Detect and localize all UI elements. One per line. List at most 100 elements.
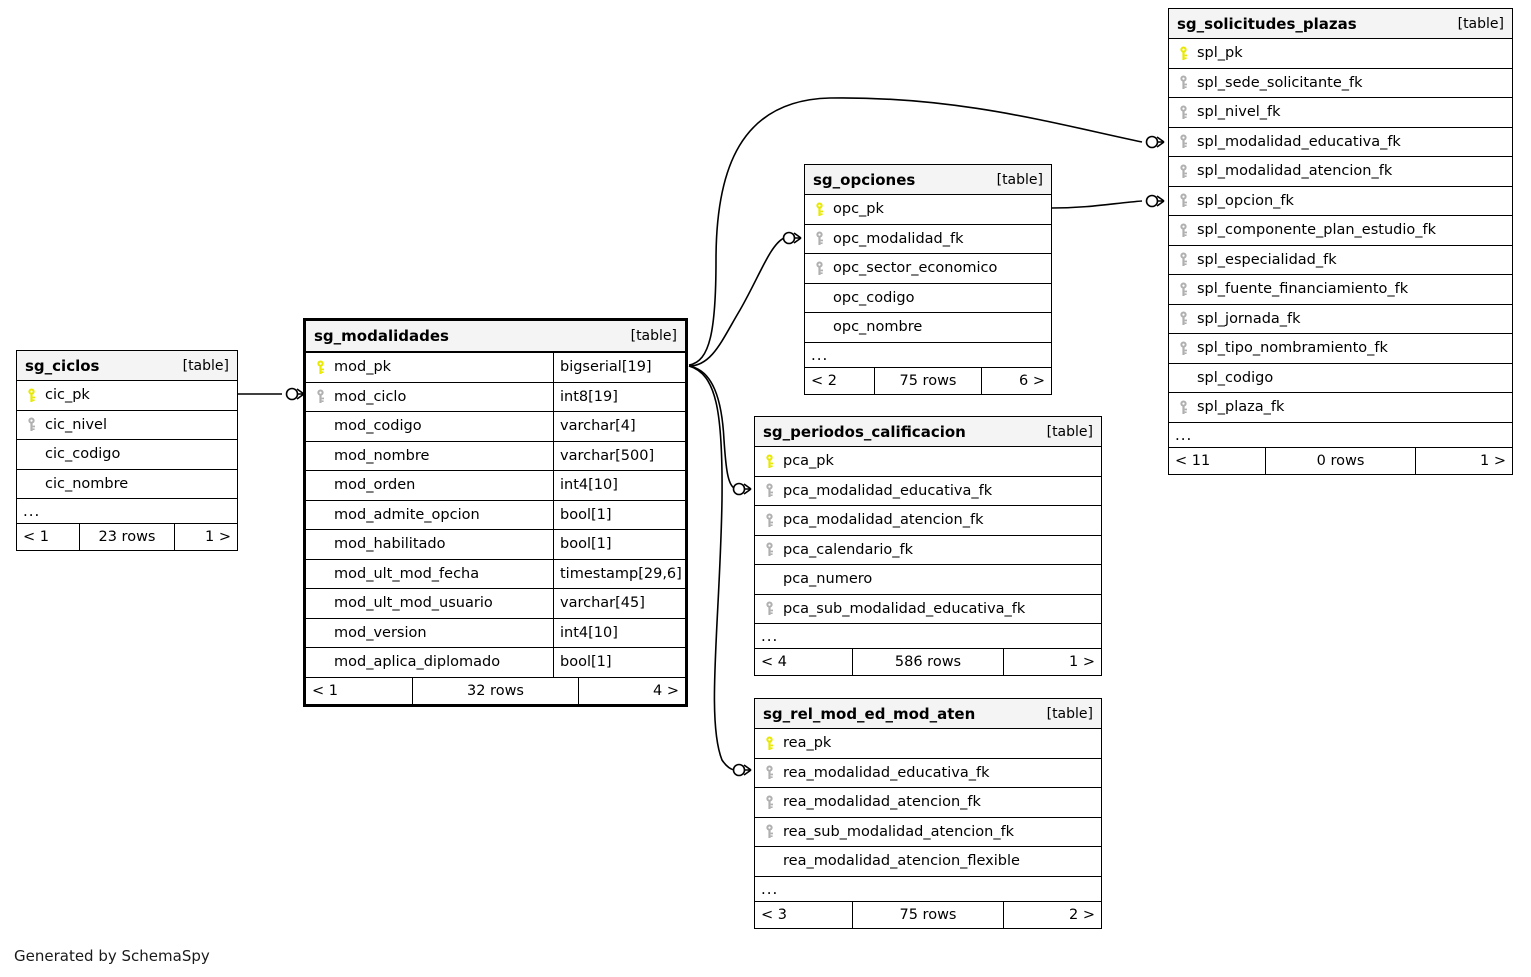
table-header-sg_ciclos[interactable]: sg_ciclos[table] bbox=[17, 351, 237, 381]
column-row[interactable]: opc_modalidad_fk bbox=[805, 225, 1051, 254]
column-row[interactable]: spl_modalidad_educativa_fk bbox=[1169, 128, 1512, 157]
column-row[interactable]: spl_especialidad_fk bbox=[1169, 246, 1512, 275]
column-row[interactable]: rea_modalidad_atencion_fk bbox=[755, 788, 1101, 818]
column-row[interactable]: spl_pk bbox=[1169, 39, 1512, 69]
footer-right[interactable]: 2 > bbox=[1069, 906, 1095, 923]
footer-left[interactable]: < 2 bbox=[811, 372, 837, 389]
key-icon-primary bbox=[1177, 46, 1190, 61]
column-name-cell: mod_nombre bbox=[306, 448, 553, 464]
key-icon-foreign bbox=[1177, 223, 1190, 238]
footer-right[interactable]: 1 > bbox=[1069, 654, 1095, 670]
column-row[interactable]: pca_sub_modalidad_educativa_fk bbox=[755, 595, 1101, 624]
column-name-cell: rea_modalidad_educativa_fk bbox=[755, 765, 1101, 781]
footer-right[interactable]: 1 > bbox=[1480, 452, 1506, 469]
column-row[interactable]: pca_numero bbox=[755, 565, 1101, 595]
key-icon-foreign bbox=[1177, 311, 1190, 326]
column-type: int4[10] bbox=[553, 618, 685, 647]
column-name-cell: rea_sub_modalidad_atencion_fk bbox=[755, 824, 1101, 840]
column-label: rea_pk bbox=[783, 735, 832, 752]
key-icon-foreign bbox=[1177, 282, 1190, 297]
column-row[interactable]: spl_jornada_fk bbox=[1169, 305, 1512, 334]
column-label: pca_numero bbox=[783, 571, 873, 588]
footer-left[interactable]: < 3 bbox=[761, 906, 787, 923]
column-row[interactable]: spl_plaza_fk bbox=[1169, 393, 1512, 423]
column-row[interactable]: rea_modalidad_educativa_fk bbox=[755, 759, 1101, 788]
footer-right[interactable]: 4 > bbox=[653, 682, 679, 699]
table-header-sg_periodos_calificacion[interactable]: sg_periodos_calificacion[table] bbox=[755, 417, 1101, 447]
column-row[interactable]: spl_componente_plan_estudio_fk bbox=[1169, 216, 1512, 246]
column-label: cic_nombre bbox=[45, 475, 129, 492]
column-name-cell: spl_plaza_fk bbox=[1169, 399, 1512, 415]
column-label: mod_admite_opcion bbox=[334, 506, 480, 523]
table-type-tag: [table] bbox=[182, 357, 229, 374]
key-icon-primary bbox=[25, 388, 38, 403]
column-label: pca_modalidad_atencion_fk bbox=[783, 512, 984, 529]
key-icon-foreign bbox=[1177, 341, 1190, 356]
column-label: opc_codigo bbox=[833, 289, 915, 306]
column-label: pca_pk bbox=[783, 453, 834, 470]
footer-left[interactable]: < 11 bbox=[1175, 452, 1211, 469]
column-label: spl_plaza_fk bbox=[1197, 399, 1285, 416]
column-label: opc_sector_economico bbox=[833, 260, 998, 277]
column-row[interactable]: opc_nombre bbox=[805, 313, 1051, 343]
footer-right[interactable]: 1 > bbox=[205, 529, 231, 545]
column-label: spl_fuente_financiamiento_fk bbox=[1197, 281, 1409, 298]
footer-left[interactable]: < 1 bbox=[312, 682, 338, 699]
column-row[interactable]: cic_pk bbox=[17, 381, 237, 411]
table-header-sg_modalidades[interactable]: sg_modalidades[table] bbox=[306, 321, 685, 353]
footer-right[interactable]: 6 > bbox=[1019, 372, 1045, 389]
column-row[interactable]: spl_tipo_nombramiento_fk bbox=[1169, 334, 1512, 364]
key-icon-foreign bbox=[763, 513, 776, 528]
column-name-cell: spl_opcion_fk bbox=[1169, 193, 1512, 209]
table-sg_rel_mod_ed_mod_aten[interactable]: sg_rel_mod_ed_mod_aten[table] rea_pk rea_m… bbox=[754, 698, 1102, 929]
footer-left[interactable]: < 1 bbox=[23, 529, 49, 545]
column-row[interactable]: spl_opcion_fk bbox=[1169, 187, 1512, 216]
column-row[interactable]: pca_modalidad_educativa_fk bbox=[755, 477, 1101, 506]
column-type: bool[1] bbox=[553, 648, 685, 677]
column-row[interactable]: pca_calendario_fk bbox=[755, 536, 1101, 565]
column-row[interactable]: pca_pk bbox=[755, 447, 1101, 477]
column-row[interactable]: opc_codigo bbox=[805, 284, 1051, 313]
footer-left[interactable]: < 4 bbox=[761, 654, 787, 670]
column-label: pca_modalidad_educativa_fk bbox=[783, 482, 993, 499]
more-columns-ellipsis: ... bbox=[755, 877, 1101, 902]
column-row[interactable]: opc_sector_economico bbox=[805, 254, 1051, 284]
column-row[interactable]: cic_nombre bbox=[17, 470, 237, 499]
column-name-cell: spl_modalidad_educativa_fk bbox=[1169, 134, 1512, 150]
table-header-sg_solicitudes_plazas[interactable]: sg_solicitudes_plazas[table] bbox=[1169, 9, 1512, 39]
column-row[interactable]: spl_fuente_financiamiento_fk bbox=[1169, 275, 1512, 305]
table-header-sg_rel_mod_ed_mod_aten[interactable]: sg_rel_mod_ed_mod_aten[table] bbox=[755, 699, 1101, 729]
column-row[interactable]: cic_codigo bbox=[17, 440, 237, 470]
column-row[interactable]: spl_nivel_fk bbox=[1169, 98, 1512, 128]
column-row[interactable]: pca_modalidad_atencion_fk bbox=[755, 506, 1101, 536]
column-name-cell: mod_ciclo bbox=[306, 389, 553, 405]
table-title: sg_solicitudes_plazas bbox=[1177, 14, 1357, 33]
column-row[interactable]: opc_pk bbox=[805, 195, 1051, 225]
table-header-sg_opciones[interactable]: sg_opciones[table] bbox=[805, 165, 1051, 195]
column-row[interactable]: spl_sede_solicitante_fk bbox=[1169, 69, 1512, 98]
column-row[interactable]: spl_codigo bbox=[1169, 364, 1512, 393]
column-row[interactable]: cic_nivel bbox=[17, 411, 237, 440]
column-row[interactable]: rea_sub_modalidad_atencion_fk bbox=[755, 818, 1101, 847]
column-row[interactable]: rea_modalidad_atencion_flexible bbox=[755, 847, 1101, 877]
column-row[interactable]: rea_pk bbox=[755, 729, 1101, 759]
column-row[interactable]: spl_modalidad_atencion_fk bbox=[1169, 157, 1512, 187]
